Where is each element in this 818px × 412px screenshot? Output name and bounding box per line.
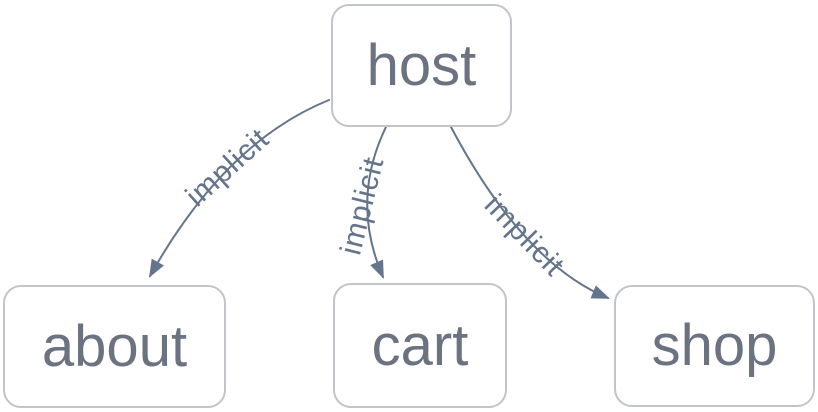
- edge-host-about[interactable]: [149, 99, 330, 278]
- node-about[interactable]: about: [3, 285, 226, 408]
- edge-host-cart[interactable]: [366, 126, 387, 279]
- node-label: shop: [651, 313, 778, 378]
- node-cart[interactable]: cart: [333, 283, 507, 408]
- node-host[interactable]: host: [331, 4, 512, 127]
- node-label: about: [41, 313, 188, 379]
- node-label: cart: [371, 312, 469, 378]
- node-shop[interactable]: shop: [614, 285, 815, 407]
- node-label: host: [366, 32, 477, 98]
- edge-host-shop[interactable]: [450, 126, 610, 299]
